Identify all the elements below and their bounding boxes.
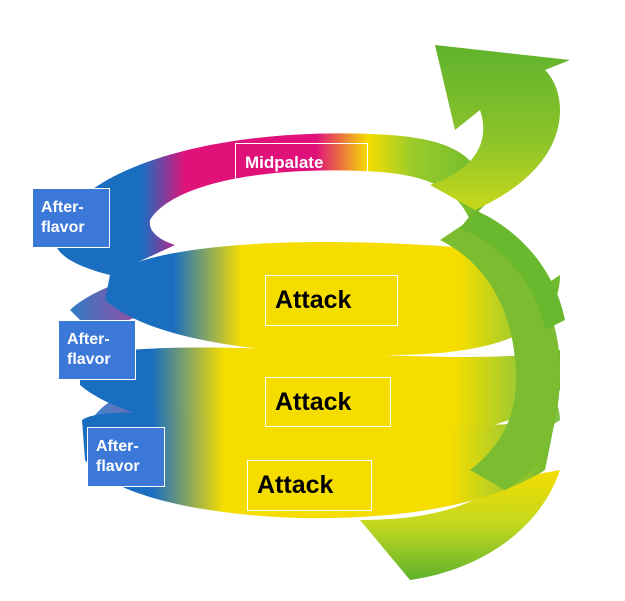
afterflavor-label-bottom: After- flavor — [87, 427, 165, 487]
afterflavor-label-middle: After- flavor — [58, 320, 136, 380]
attack-label-bottom: Attack — [247, 460, 372, 511]
attack-label-middle: Attack — [265, 377, 391, 427]
midpalate-label: Midpalate — [235, 143, 368, 183]
attack-label-top: Attack — [265, 275, 398, 326]
afterflavor-label-top: After- flavor — [32, 188, 110, 248]
